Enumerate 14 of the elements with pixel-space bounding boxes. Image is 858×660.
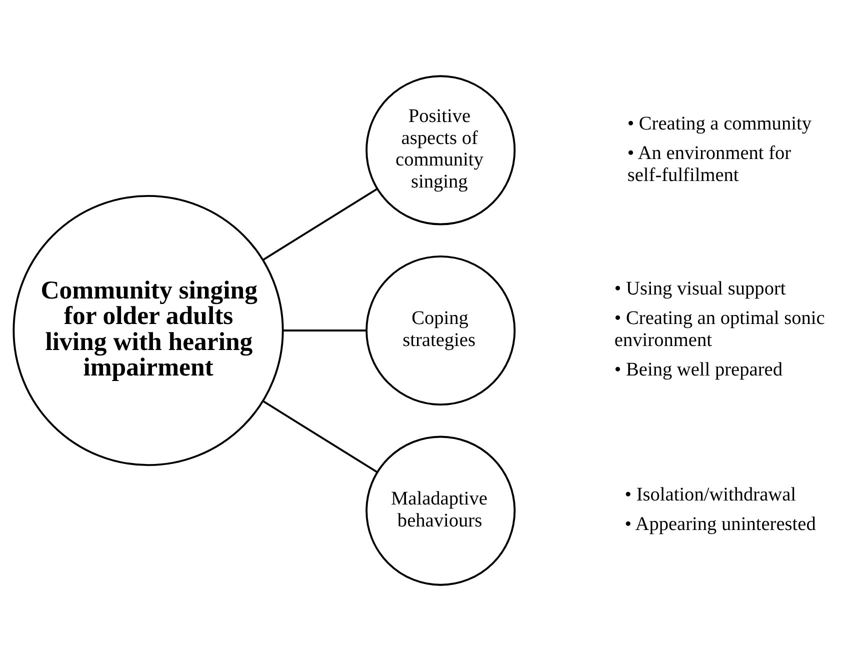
node-label: • An environment for self-fulfilment [627,142,792,186]
node-label: • Creating a community [627,113,812,134]
connector [282,329,366,331]
node-circle: Maladaptive behaviours [366,435,516,586]
node-circle: Positive aspects of community singing [366,74,516,225]
node-label: • Creating an optimal sonic environment [614,308,825,350]
node-label: • Isolation/withdrawal [624,484,796,505]
connector [262,400,378,473]
node-label: • Using visual support [614,278,786,299]
node-label: • Being well prepared [614,359,782,380]
connector [262,187,378,260]
node-circle: Community singing for older adults living with hearing impairment [12,194,284,466]
node-circle: Coping strategies [366,254,516,406]
node-label: • Appearing uninterested [624,514,816,535]
